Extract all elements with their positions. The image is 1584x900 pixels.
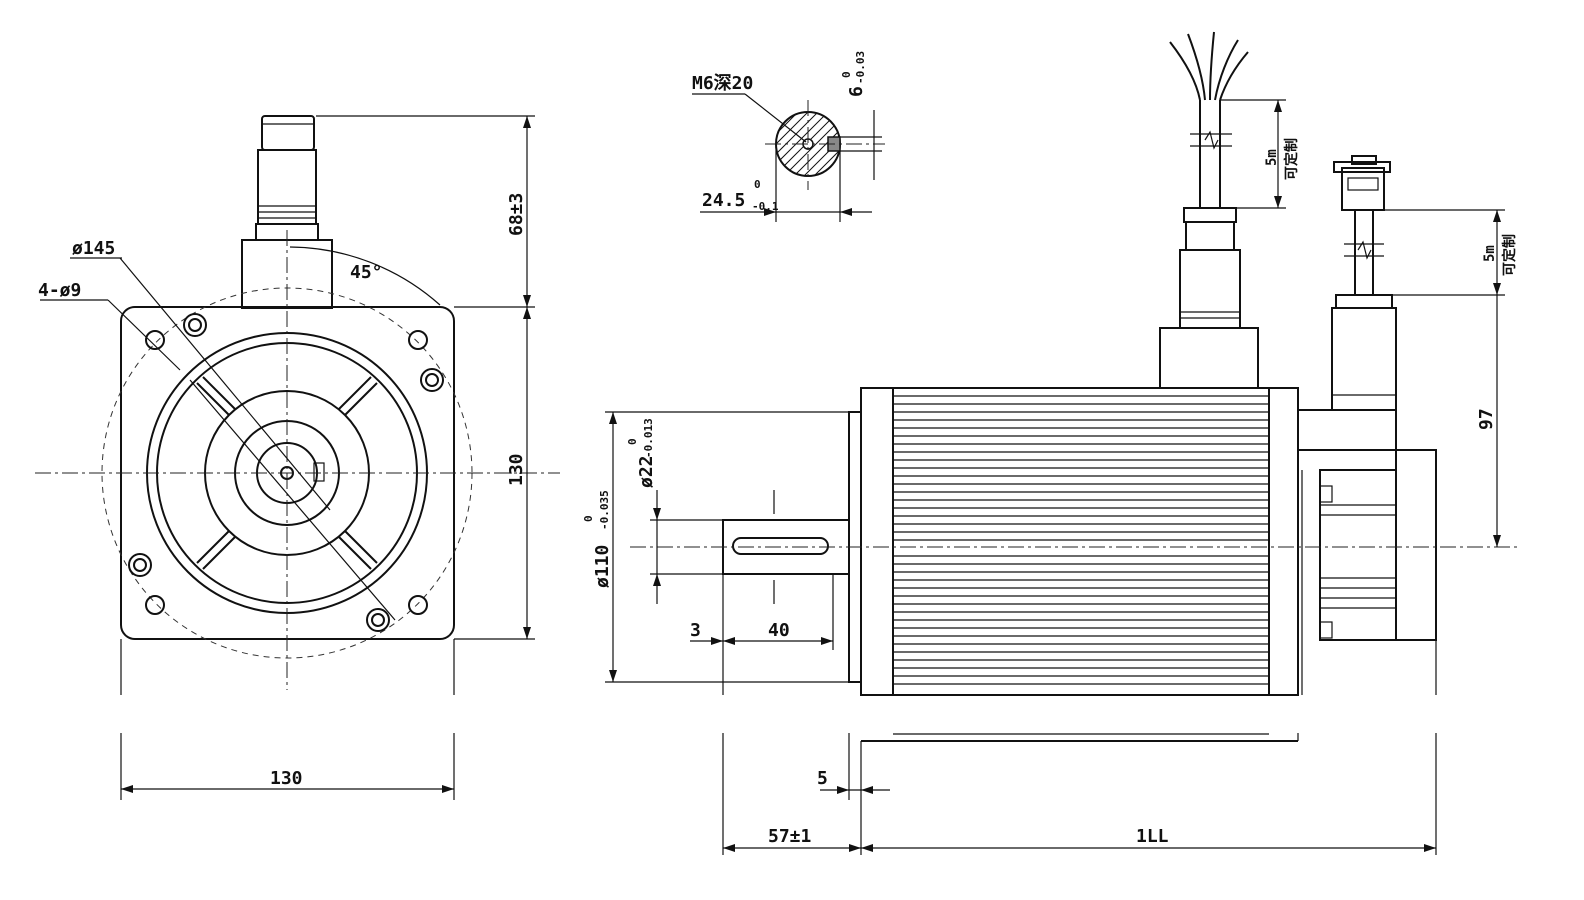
shaft-tol-lower: -0.013 [642, 418, 655, 458]
power-connector [1159, 31, 1259, 389]
motor-body [860, 387, 1299, 742]
encoder-height-label: 97 [1476, 408, 1497, 430]
cable-length-1-label: 5m [1264, 149, 1280, 166]
key-depth-label: 24.5 [702, 190, 745, 211]
front-view: ø145 4-ø9 45° 68±3 130 130 [35, 115, 560, 800]
cable-length-2-label: 5m [1482, 245, 1498, 262]
key-width-tol-upper: 0 [840, 71, 853, 78]
key-depth-tol-upper: 0 [754, 178, 761, 191]
key-length-label: 40 [768, 620, 790, 641]
pilot-tol-lower: -0.035 [598, 490, 611, 530]
side-view: ø110 0 -0.035 ø22 0 -0.013 3 40 5 57±1 1… [582, 31, 1520, 855]
key-depth-tol-lower: -0.1 [752, 200, 779, 213]
flange-thickness-label: 5 [817, 768, 828, 789]
encoder-connector [1331, 155, 1397, 411]
angle-label: 45° [350, 262, 383, 283]
shaft-section: M6深20 6 0 -0.03 24.5 0 -0.1 [692, 51, 885, 222]
pilot-tol-upper: 0 [582, 515, 595, 522]
mounting-holes [128, 313, 444, 632]
key-width-label: 6 [846, 86, 867, 97]
pilot-dia-label: ø110 [592, 545, 613, 588]
key-width-tol-lower: -0.03 [854, 51, 867, 84]
shaft-tol-upper: 0 [626, 438, 639, 445]
holes-label: 4-ø9 [38, 280, 81, 301]
key-offset-label: 3 [690, 620, 701, 641]
connector-height-label: 68±3 [506, 193, 527, 236]
cable-custom-1-label: 可定制 [1283, 138, 1300, 180]
body-length-label: 1LL [1136, 826, 1169, 847]
cable-custom-2-label: 可定制 [1501, 234, 1518, 276]
shaft-dia-label: ø22 [636, 455, 657, 488]
encoder-housing [1297, 409, 1437, 695]
height-label: 130 [506, 453, 527, 486]
thread-label: M6深20 [692, 72, 753, 94]
width-label: 130 [270, 768, 303, 789]
flange-dia-label: ø145 [72, 238, 115, 259]
shaft-length-label: 57±1 [768, 826, 811, 847]
